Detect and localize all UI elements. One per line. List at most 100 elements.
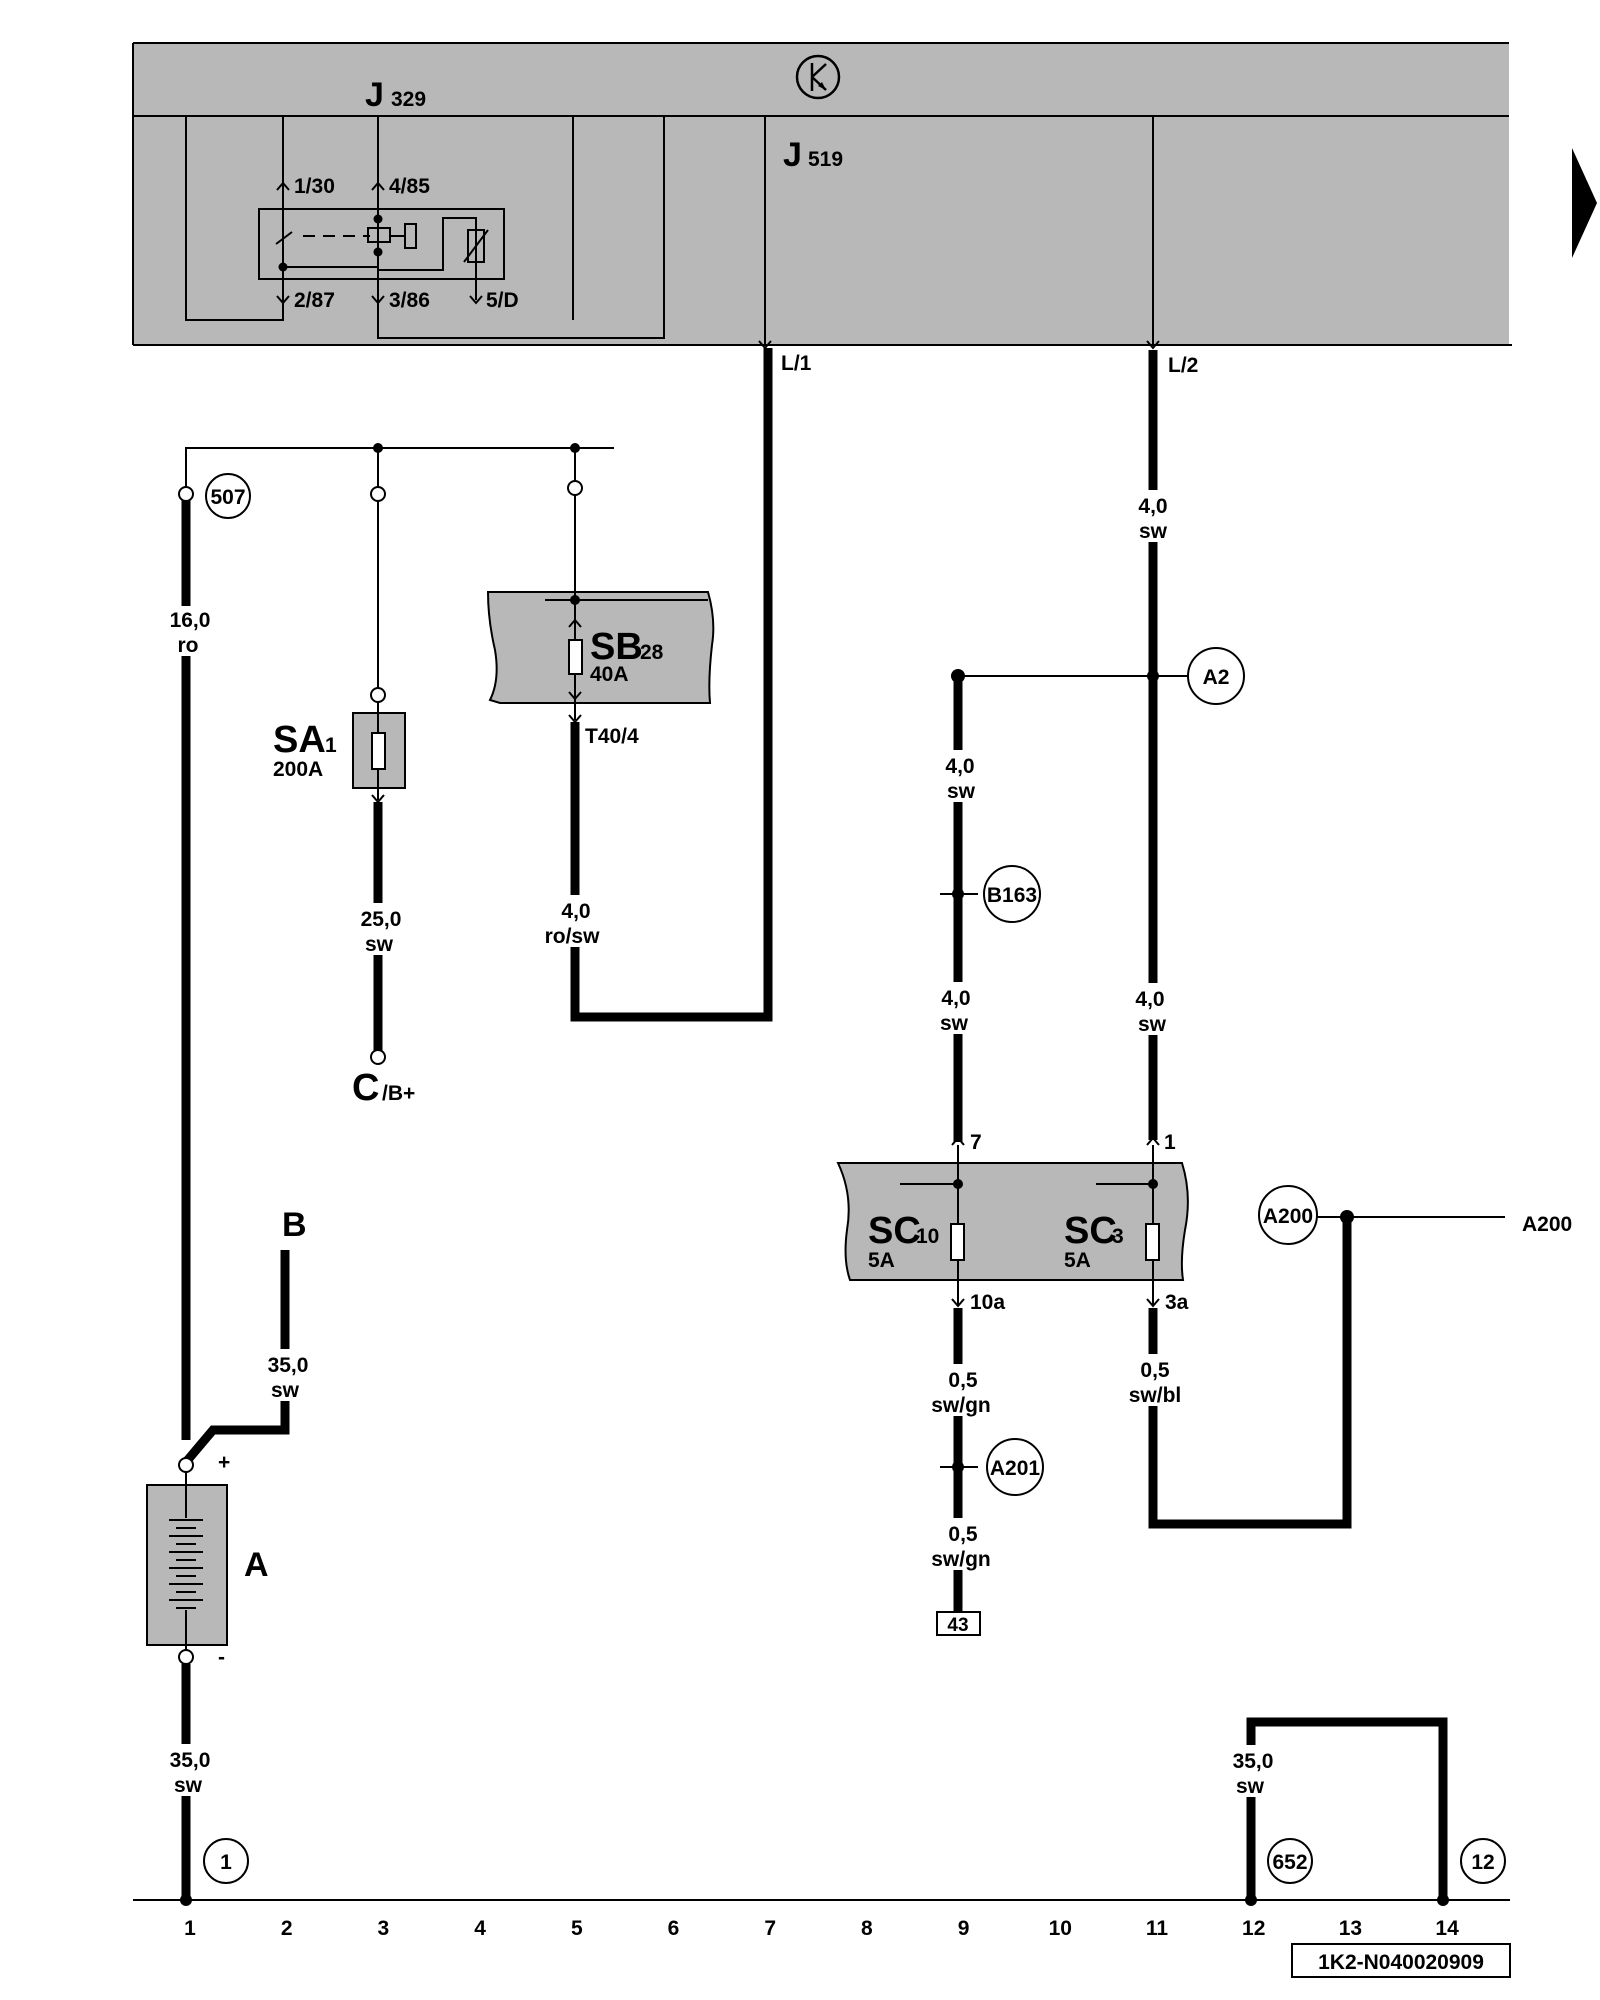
svg-text:40A: 40A [590, 663, 629, 686]
svg-text:35,0: 35,0 [1233, 1750, 1274, 1773]
terminal-b: B 35,0 sw [182, 1206, 310, 1465]
ruler-number: 2 [281, 1917, 293, 1940]
svg-text:SB: SB [590, 626, 643, 668]
svg-text:/B+: /B+ [382, 1082, 415, 1105]
svg-text:5A: 5A [868, 1249, 895, 1272]
next-page-arrow-icon[interactable] [1572, 148, 1597, 258]
svg-text:3a: 3a [1165, 1291, 1189, 1314]
svg-text:C: C [352, 1067, 379, 1109]
svg-text:T40/4: T40/4 [585, 725, 639, 748]
ref-43: 43 [947, 1615, 968, 1636]
wire-l2: 4,0 sw 4,0 sw [1130, 350, 1178, 1140]
ruler-number: 6 [668, 1917, 680, 1940]
pin-3-86-label: 3/86 [389, 289, 430, 312]
ruler-number: 12 [1242, 1917, 1265, 1940]
svg-text:L/1: L/1 [781, 352, 812, 375]
svg-text:L/2: L/2 [1168, 354, 1198, 377]
svg-text:3: 3 [1112, 1225, 1124, 1248]
svg-text:sw: sw [271, 1379, 300, 1402]
svg-text:10: 10 [916, 1225, 939, 1248]
svg-text:sw: sw [1236, 1775, 1265, 1798]
pin-2-87-label: 2/87 [294, 289, 335, 312]
ref-a200-text: A200 [1522, 1213, 1572, 1236]
ruler-number: 9 [958, 1917, 970, 1940]
output-l2: L/2 [1146, 116, 1198, 377]
terminal-c: C /B+ [352, 1067, 415, 1109]
fuse-sb28: SB 28 40A T40/4 [486, 480, 715, 748]
svg-text:519: 519 [808, 148, 843, 171]
svg-text:sw: sw [1139, 520, 1168, 543]
ref-507: 507 [210, 486, 245, 509]
svg-text:J: J [783, 136, 802, 174]
control-unit-j519-label: J 519 [783, 136, 843, 174]
svg-text:sw: sw [940, 1012, 969, 1035]
svg-text:4,0: 4,0 [945, 755, 974, 778]
svg-text:SA: SA [273, 719, 326, 761]
ruler-number: 8 [861, 1917, 873, 1940]
svg-text:sw: sw [947, 780, 976, 803]
svg-text:1K2-N040020909: 1K2-N040020909 [1318, 1951, 1484, 1974]
svg-text:1: 1 [1164, 1131, 1176, 1154]
svg-text:35,0: 35,0 [170, 1749, 211, 1772]
svg-text:0,5: 0,5 [948, 1369, 978, 1392]
svg-text:sw/gn: sw/gn [931, 1394, 991, 1417]
ruler-number: 5 [571, 1917, 583, 1940]
svg-text:35,0: 35,0 [268, 1354, 309, 1377]
control-unit-housing [132, 42, 1512, 346]
svg-text:J: J [365, 76, 384, 114]
wire-sc10-out: 0,5 sw/gn A201 0,5 sw/gn 43 [925, 1308, 1044, 1636]
ruler-number: 4 [474, 1917, 486, 1940]
svg-text:sw: sw [365, 933, 394, 956]
wire-a2-sc10: 4,0 sw B163 4,0 sw [935, 676, 1041, 1142]
splice-a2: A2 [951, 647, 1245, 705]
ruler-number: 10 [1049, 1917, 1072, 1940]
svg-text:1: 1 [325, 734, 337, 757]
svg-text:sw/gn: sw/gn [931, 1548, 991, 1571]
svg-text:5A: 5A [1064, 1249, 1091, 1272]
svg-text:16,0: 16,0 [170, 609, 211, 632]
pin-4-85-label: 4/85 [389, 175, 430, 198]
svg-text:4,0: 4,0 [1138, 495, 1167, 518]
svg-text:4,0: 4,0 [561, 900, 590, 923]
relay-j329: 1/30 4/85 2/87 3/86 5/D [185, 116, 665, 339]
ruler-number: 3 [378, 1917, 390, 1940]
svg-text:0,5: 0,5 [1140, 1359, 1170, 1382]
svg-text:200A: 200A [273, 758, 323, 781]
wire-sb28: 4,0 ro/sw [540, 348, 773, 1022]
wire-sa1: 25,0 sw [355, 802, 403, 1065]
ref-a200: A200 [1263, 1205, 1313, 1228]
svg-text:ro/sw: ro/sw [545, 925, 601, 948]
svg-text:+: + [218, 1451, 230, 1474]
svg-text:sw/bl: sw/bl [1129, 1384, 1182, 1407]
svg-text:7: 7 [970, 1131, 982, 1154]
ruler-number: 11 [1146, 1917, 1169, 1940]
battery-a: + - A [146, 1451, 269, 1669]
fuse-sa1: SA 1 200A [273, 486, 406, 804]
svg-text:-: - [218, 1646, 225, 1669]
ruler-number: 1 [184, 1917, 196, 1940]
pin-1-30-label: 1/30 [294, 175, 335, 198]
ref-b163: B163 [987, 884, 1037, 907]
ref-1: 1 [220, 1851, 232, 1874]
svg-text:sw: sw [1138, 1013, 1167, 1036]
svg-text:28: 28 [640, 641, 664, 664]
svg-text:ro: ro [178, 634, 199, 657]
svg-text:0,5: 0,5 [948, 1523, 978, 1546]
wire-652: 35,0 sw 652 12 [1228, 1717, 1506, 1906]
pin-5-d-label: 5/D [486, 289, 519, 312]
ref-652: 652 [1272, 1851, 1307, 1874]
wire-battery-neg: 35,0 sw 1 [164, 1664, 249, 1906]
svg-text:SC: SC [1064, 1210, 1117, 1252]
document-id: 1K2-N040020909 [1291, 1943, 1511, 1978]
ref-a2: A2 [1203, 666, 1230, 689]
svg-text:4,0: 4,0 [1135, 988, 1164, 1011]
svg-text:329: 329 [391, 88, 426, 111]
ruler-number: 7 [764, 1917, 776, 1940]
relay-j329-label: J 329 [365, 76, 426, 114]
svg-text:4,0: 4,0 [941, 987, 970, 1010]
svg-text:25,0: 25,0 [361, 908, 402, 931]
svg-text:B: B [282, 1206, 307, 1244]
ref-12: 12 [1471, 1851, 1494, 1874]
